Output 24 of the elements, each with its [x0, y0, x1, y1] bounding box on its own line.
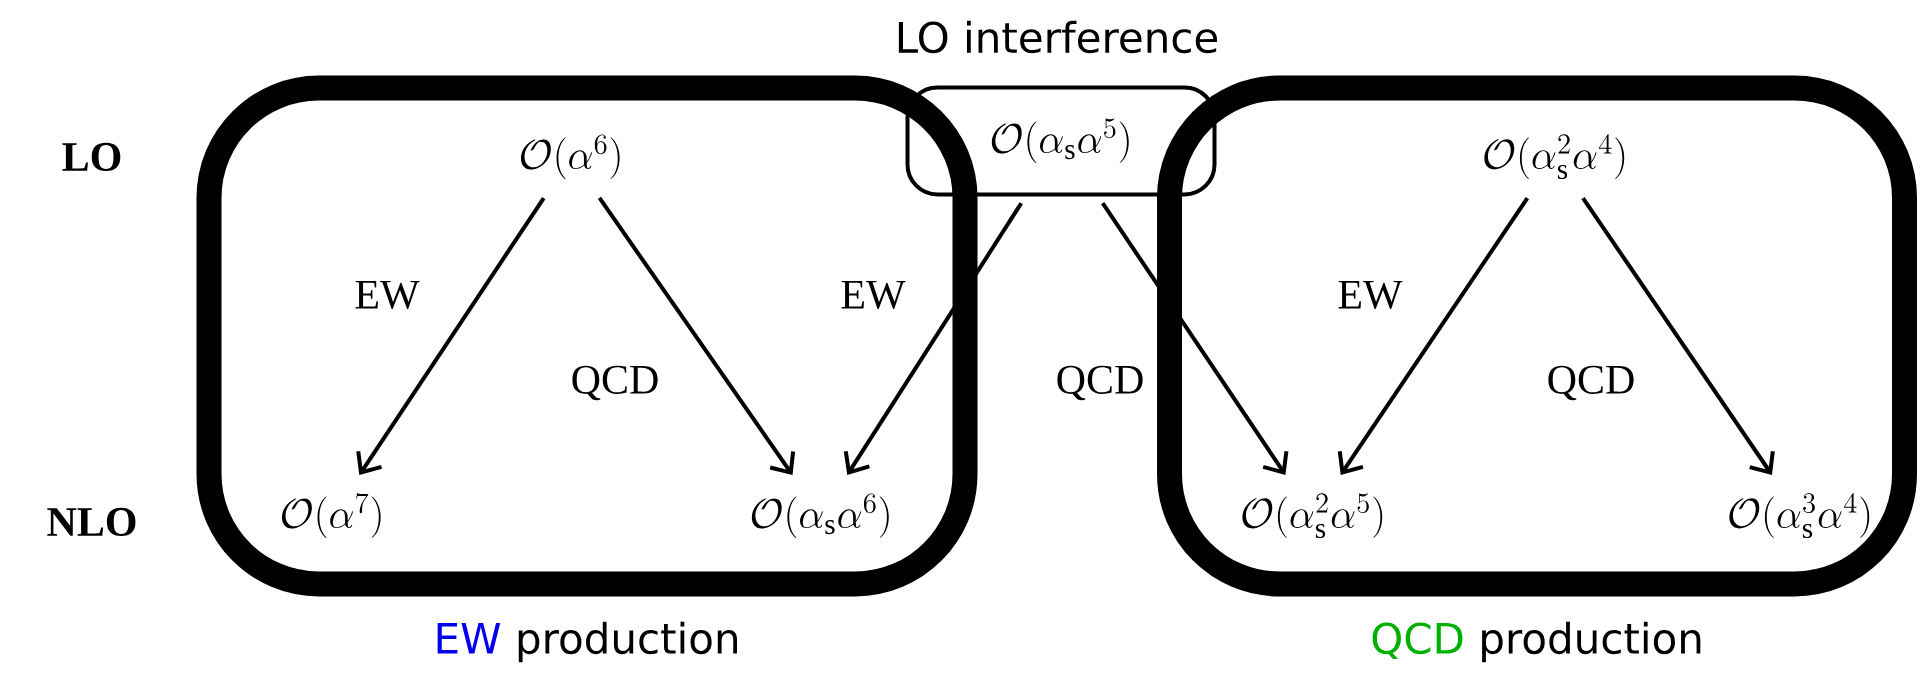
arrow	[356, 196, 546, 475]
order-term: $\mathcal{O}\big(\alpha_{\mathrm{s}}^{2}\alpha^{4}\big)$	[1484, 134, 1625, 180]
box-title: QCD production	[1372, 621, 1701, 663]
arrow	[1337, 197, 1529, 475]
order-term: $\mathcal{O}\big(\alpha_{\mathrm{s}}^{3}\alpha^{4}\big)$	[1729, 493, 1870, 539]
order-term: $\mathcal{O}\big(\alpha^{6}\big)$	[521, 134, 620, 179]
box-title: EW production	[437, 621, 737, 663]
edge-label: QCD	[1057, 365, 1143, 401]
edge-label: EW	[355, 280, 420, 310]
edge-label: QCD	[1548, 365, 1634, 401]
row-label: NLO	[47, 507, 136, 537]
arrow	[597, 196, 796, 476]
order-term: $\mathcal{O}\big(\alpha^{7}\big)$	[282, 493, 381, 538]
arrow	[1581, 196, 1775, 475]
interference-box: $\mathcal{O}\big(\alpha_{\mathrm{s}}\alpha^{5}\big)$	[905, 85, 1217, 197]
order-term: $\mathcal{O}\big(\alpha_{\mathrm{s}}^{2}\alpha^{5}\big)$	[1242, 493, 1383, 539]
order-term: $\mathcal{O}\big(\alpha_{\mathrm{s}}\alpha^{6}\big)$	[751, 493, 889, 538]
edge-label: EW	[841, 280, 906, 310]
arrow	[843, 202, 1023, 475]
box-title: LO interference	[898, 20, 1218, 54]
arrow	[1101, 202, 1289, 475]
edge-label: EW	[1338, 280, 1403, 310]
row-label: LO	[62, 142, 121, 172]
edge-label: QCD	[572, 365, 658, 401]
